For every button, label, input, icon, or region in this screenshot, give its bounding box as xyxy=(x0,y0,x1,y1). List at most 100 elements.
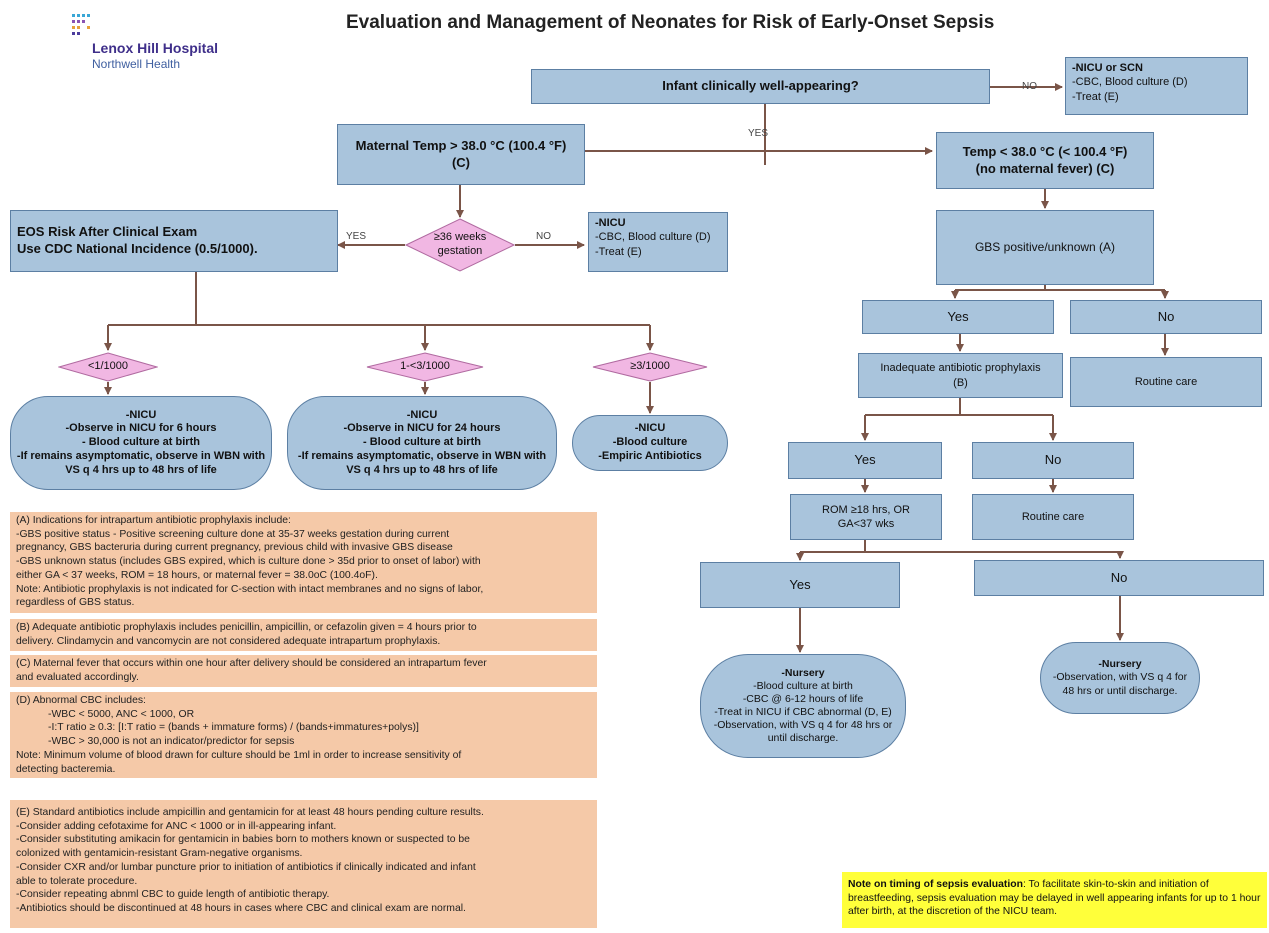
timing-note: Note on timing of sepsis evaluation: To … xyxy=(842,872,1267,928)
gestation-line-1: ≥36 weeks xyxy=(433,231,487,244)
note-e-line-3: -Consider substituting amikacin for gent… xyxy=(16,834,470,846)
page-title: Evaluation and Management of Neonates fo… xyxy=(346,12,995,33)
yes-label-top: YES xyxy=(748,128,769,139)
note-d-line-1: (D) Abnormal CBC includes: xyxy=(16,695,146,706)
inadequate-no-label: No xyxy=(1044,452,1062,468)
outcome-lt1-line-4: -If remains asymptomatic, observe in WBN… xyxy=(16,449,266,462)
outcome-lt1-line-5: VS q 4 hrs up to 48 hrs of life xyxy=(65,463,217,476)
nursery-yes-line-3: -CBC @ 6-12 hours of life xyxy=(742,692,864,705)
note-d-line-5: Note: Minimum volume of blood drawn for … xyxy=(16,749,462,761)
nicu-scn-line-2: -CBC, Blood culture (D) xyxy=(1072,76,1188,89)
nursery-yes-line-5: -Observation, with VS q 4 for 48 hrs or xyxy=(713,719,893,732)
note-a-line-6: Note: Antibiotic prophylaxis is not indi… xyxy=(16,583,484,595)
well-appearing-box: Infant clinically well-appearing? xyxy=(531,69,990,104)
risk-1to3-diamond: 1-<3/1000 xyxy=(366,352,484,382)
eos-risk-line-1: EOS Risk After Clinical Exam xyxy=(17,224,198,240)
note-a: (A) Indications for intrapartum antibiot… xyxy=(10,512,597,613)
nursery-yes-line-2: -Blood culture at birth xyxy=(753,679,853,692)
note-c-line-1: (C) Maternal fever that occurs within on… xyxy=(16,658,487,669)
nicu-left-line-1: -NICU xyxy=(595,217,626,229)
temp-no-fever-line-2: (no maternal fever) (C) xyxy=(975,160,1115,176)
note-d-line-4: -WBC > 30,000 is not an indicator/predic… xyxy=(48,736,295,748)
note-e: (E) Standard antibiotics include ampicil… xyxy=(10,800,597,928)
risk-lt1-label: <1/1000 xyxy=(87,360,129,373)
note-e-line-6: able to tolerate procedure. xyxy=(16,875,138,887)
gbs-no-label: No xyxy=(1157,308,1175,324)
note-e-line-5: -Consider CXR and/or lumbar puncture pri… xyxy=(16,861,476,873)
logo-subtitle: Northwell Health xyxy=(92,57,181,71)
outcome-1to3-line-2: -Observe in NICU for 24 hours xyxy=(343,422,501,435)
well-appearing-text: Infant clinically well-appearing? xyxy=(662,78,859,94)
note-d: (D) Abnormal CBC includes: -WBC < 5000, … xyxy=(10,692,597,778)
no-label-top: NO xyxy=(1022,81,1037,92)
nicu-left-box: -NICU -CBC, Blood culture (D) -Treat (E) xyxy=(588,212,728,272)
note-e-line-1: (E) Standard antibiotics include ampicil… xyxy=(16,807,484,818)
nicu-left-line-2: -CBC, Blood culture (D) xyxy=(595,231,711,244)
routine-care-2-box: Routine care xyxy=(972,494,1134,540)
note-c-line-2: and evaluated accordingly. xyxy=(16,671,139,683)
note-a-line-5: either GA < 37 weeks, ROM = 18 hours, or… xyxy=(16,569,378,581)
inadequate-no-box: No xyxy=(972,442,1134,479)
outcome-ge3-line-3: -Empiric Antibiotics xyxy=(598,449,702,462)
temp-no-fever-line-1: Temp < 38.0 °C (< 100.4 °F) xyxy=(962,143,1128,159)
risk-1to3-label: 1-<3/1000 xyxy=(400,360,450,373)
logo-name: Lenox Hill Hospital xyxy=(92,40,219,56)
routine-care-1-text: Routine care xyxy=(1134,375,1198,388)
nursery-no-line-2: -Observation, with VS q 4 for xyxy=(1052,671,1188,684)
outcome-ge3-line-1: -NICU xyxy=(634,422,666,435)
note-c: (C) Maternal fever that occurs within on… xyxy=(10,655,597,687)
outcome-lt1-line-2: -Observe in NICU for 6 hours xyxy=(65,422,217,435)
outcome-1to3-box: -NICU -Observe in NICU for 24 hours - Bl… xyxy=(287,396,557,490)
maternal-temp-line-1: Maternal Temp > 38.0 °C (100.4 °F) xyxy=(355,137,567,153)
outcome-ge3-line-2: -Blood culture xyxy=(612,436,688,449)
nicu-left-line-3: -Treat (E) xyxy=(595,245,642,258)
note-d-line-3: -I:T ratio ≥ 0.3: [I:T ratio = (bands + … xyxy=(48,722,419,734)
note-e-line-4: colonized with gentamicin-resistant Gram… xyxy=(16,848,303,860)
nursery-no-line-3: 48 hrs or until discharge. xyxy=(1062,684,1178,697)
rom-line-2: GA<37 wks xyxy=(837,518,895,530)
inadequate-line-1: Inadequate antibiotic prophylaxis xyxy=(880,362,1041,375)
note-a-line-2: -GBS positive status - Positive screenin… xyxy=(16,528,450,540)
risk-lt1-diamond: <1/1000 xyxy=(58,352,158,382)
gestation-diamond: ≥36 weeks gestation xyxy=(405,218,515,272)
gbs-no-box: No xyxy=(1070,300,1262,334)
gestation-line-2: gestation xyxy=(437,245,483,257)
inadequate-yes-box: Yes xyxy=(788,442,942,479)
note-a-line-7: regardless of GBS status. xyxy=(16,597,135,609)
note-d-line-2: -WBC < 5000, ANC < 1000, OR xyxy=(48,708,195,720)
outcome-lt1-box: -NICU -Observe in NICU for 6 hours - Blo… xyxy=(10,396,272,490)
note-a-line-1: (A) Indications for intrapartum antibiot… xyxy=(16,515,291,526)
nursery-yes-box: -Nursery -Blood culture at birth -CBC @ … xyxy=(700,654,906,758)
risk-ge3-diamond: ≥3/1000 xyxy=(592,352,708,382)
yes-label-left: YES xyxy=(346,231,367,242)
maternal-temp-box: Maternal Temp > 38.0 °C (100.4 °F) (C) xyxy=(337,124,585,185)
outcome-lt1-line-3: - Blood culture at birth xyxy=(82,436,200,449)
outcome-1to3-line-5: VS q 4 hrs up to 48 hrs of life xyxy=(346,463,498,476)
routine-care-2-text: Routine care xyxy=(1021,510,1085,523)
nursery-no-line-1: -Nursery xyxy=(1098,658,1142,671)
rom-yes-box: Yes xyxy=(700,562,900,608)
nursery-yes-line-1: -Nursery xyxy=(781,666,825,679)
no-label-left: NO xyxy=(536,231,551,242)
risk-ge3-label: ≥3/1000 xyxy=(630,360,670,373)
outcome-lt1-line-1: -NICU xyxy=(125,408,157,421)
eos-risk-box: EOS Risk After Clinical Exam Use CDC Nat… xyxy=(10,210,338,272)
timing-note-label: Note on timing of sepsis evaluation xyxy=(848,879,1023,890)
note-e-line-2: -Consider adding cefotaxime for ANC < 10… xyxy=(16,820,337,832)
note-a-line-3: pregnancy, GBS bacteruria during current… xyxy=(16,542,453,554)
inadequate-box: Inadequate antibiotic prophylaxis (B) xyxy=(858,353,1063,398)
nicu-scn-line-1: -NICU or SCN xyxy=(1072,62,1143,74)
inadequate-yes-label: Yes xyxy=(854,452,876,468)
rom-no-label: No xyxy=(1110,569,1128,585)
timing-note-text: : To facilitate skin-to-skin and initiat… xyxy=(848,879,1261,918)
nicu-scn-box: -NICU or SCN -CBC, Blood culture (D) -Tr… xyxy=(1065,57,1248,115)
note-b-line-1: (B) Adequate antibiotic prophylaxis incl… xyxy=(16,622,477,633)
rom-box: ROM ≥18 hrs, OR GA<37 wks xyxy=(790,494,942,540)
gbs-box: GBS positive/unknown (A) xyxy=(936,210,1154,285)
nursery-yes-line-6: until discharge. xyxy=(767,732,839,745)
hospital-logo: Lenox Hill Hospital Northwell Health xyxy=(68,10,268,71)
maternal-temp-line-2: (C) xyxy=(451,154,471,170)
nursery-yes-line-4: -Treat in NICU if CBC abnormal (D, E) xyxy=(714,706,892,718)
eos-risk-line-2: Use CDC National Incidence (0.5/1000). xyxy=(17,241,258,256)
